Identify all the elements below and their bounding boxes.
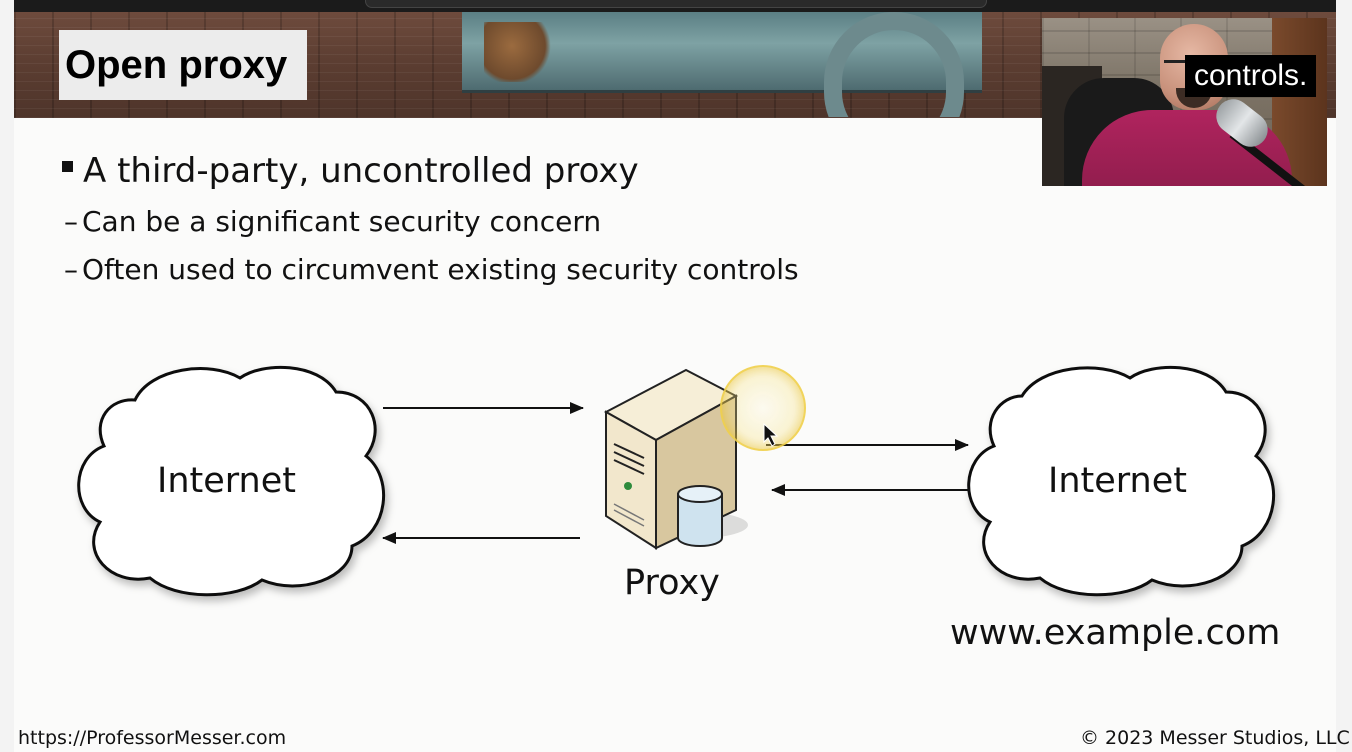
left-cloud-label: Internet <box>157 461 296 501</box>
footer-url: https://ProfessorMesser.com <box>18 727 287 749</box>
sub-bullet-2: –Often used to circumvent existing secur… <box>64 250 799 290</box>
frame-left-edge <box>0 0 14 752</box>
sub-bullet-dash: – <box>64 205 78 238</box>
slide-title: Open proxy <box>65 43 288 87</box>
footer-copyright: © 2023 Messer Studios, LLC <box>1080 727 1350 749</box>
title-box <box>59 30 307 100</box>
main-bullet: A third-party, uncontrolled proxy <box>62 146 639 196</box>
cloud-icon <box>77 365 386 597</box>
live-caption: controls. <box>1185 55 1317 97</box>
proxy-label: Proxy <box>624 563 720 603</box>
cursor-highlight <box>720 365 806 451</box>
player-top-bar <box>0 0 1352 12</box>
presenter-webcam <box>1042 18 1327 186</box>
sub-bullet-1: –Can be a significant security concern <box>64 202 601 242</box>
right-cloud-label: Internet <box>1048 461 1187 501</box>
cloud-icon <box>967 365 1276 597</box>
sub-bullet-dash: – <box>64 253 78 286</box>
mouse-cursor-icon <box>763 422 779 447</box>
sub-bullet-2-text: Often used to circumvent existing securi… <box>82 253 799 286</box>
sub-bullet-1-text: Can be a significant security concern <box>82 205 602 238</box>
site-label: www.example.com <box>950 613 1281 653</box>
database-icon <box>677 485 723 547</box>
frame-right-edge <box>1336 0 1352 752</box>
main-bullet-text: A third-party, uncontrolled proxy <box>83 151 639 191</box>
banner-rust-spot <box>484 22 554 82</box>
bullet-square-icon <box>62 161 73 172</box>
